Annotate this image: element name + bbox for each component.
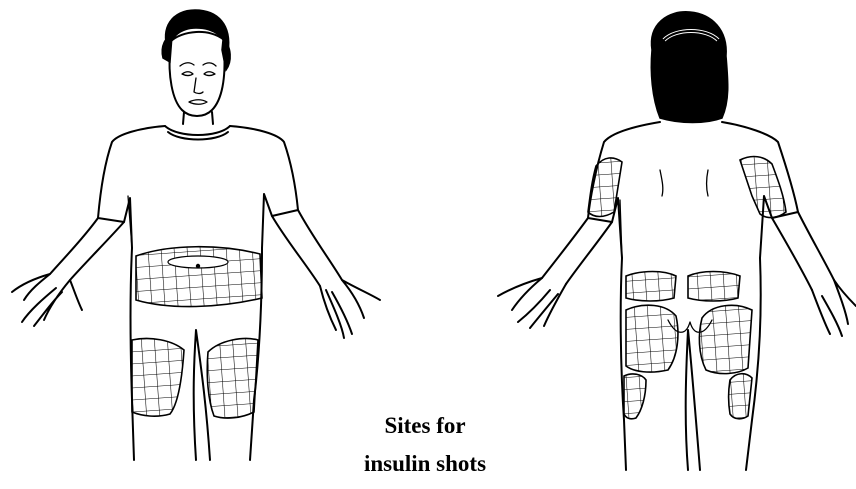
front-left-thigh-site [132,338,184,416]
front-collar [165,126,230,135]
front-face [170,50,225,116]
back-figure [498,12,856,470]
back-right-buttock-site [699,305,752,373]
back-right-upper-buttock-site [688,272,740,302]
front-right-arm [272,210,342,286]
back-hair [651,12,728,123]
back-left-outer-thigh-site [624,374,646,419]
back-left-upper-buttock-site [626,272,676,302]
back-right-outer-thigh-site [729,374,753,419]
caption-line-2: insulin shots [300,452,550,475]
front-right-hand [320,280,380,338]
back-left-arm [542,218,612,284]
caption-line-1: Sites for [300,414,550,437]
front-left-hand [12,274,82,326]
back-right-upper-arm-site [740,157,786,218]
front-figure [12,10,380,460]
back-right-arm [772,212,834,290]
back-left-upper-arm-site [588,158,622,217]
front-right-thigh-site [207,339,258,419]
front-navel [196,264,200,268]
front-left-arm [50,218,124,280]
front-shirt [98,126,298,248]
back-right-hand [812,280,856,336]
back-left-buttock-site [626,305,678,372]
back-left-hand [498,278,566,328]
